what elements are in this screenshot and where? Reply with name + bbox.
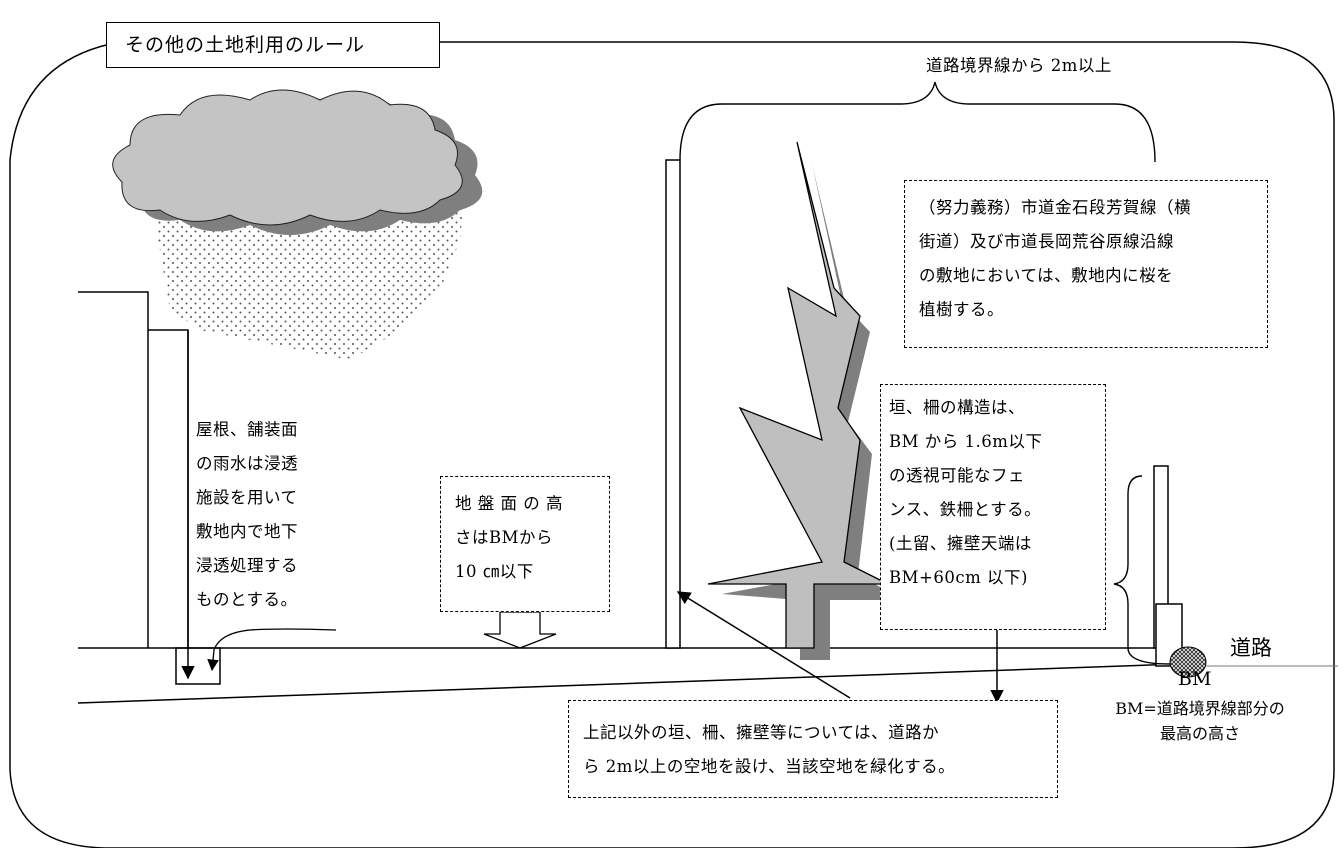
bm-marker [1169, 646, 1207, 678]
tree [707, 141, 889, 649]
distance-label: 道路境界線から 2m以上 [926, 56, 1112, 75]
road-label: 道路 [1230, 636, 1272, 660]
tree-shadow [722, 164, 902, 660]
rain-pipe-curve [207, 628, 337, 672]
sloped-ground-line [77, 663, 1181, 704]
fence-note: 垣、柵の構造は、 BM から 1.6m以下 の透視可能なフェ ンス、鉄柵とする。… [880, 384, 1106, 630]
rainwater-note: 屋根、舗装面 の雨水は浸透 施設を用いて 敷地内で地下 浸透処理する ものとする… [196, 420, 298, 609]
other-fence-note: 上記以外の垣、柵、擁壁等については、道路か ら 2m以上の空地を設け、当該空地を… [568, 700, 1058, 798]
bm-label: BM [1178, 668, 1212, 690]
cloud [112, 89, 463, 226]
house-wall [78, 291, 149, 648]
sakura-note: （努力義務）市道金石段芳賀線（横 街道）及び市道長岡荒谷原線沿線 の敷地において… [904, 180, 1268, 348]
downpipe [148, 329, 189, 660]
ground-height-note: 地 盤 面 の 高 さはBMから 10 ㎝以下 [440, 476, 610, 612]
fence-post-tall [665, 159, 681, 649]
bm-definition: BM=道路境界線部分の 最高の高さ [1115, 699, 1285, 743]
other-note-arrow [676, 591, 851, 699]
height-brace [1113, 475, 1171, 665]
page-title: その他の土地利用のルール [106, 22, 440, 68]
rain-area [150, 190, 465, 360]
distance-brace [679, 81, 1156, 163]
outer-frame [9, 41, 1335, 848]
ground-height-arrow [483, 611, 557, 649]
